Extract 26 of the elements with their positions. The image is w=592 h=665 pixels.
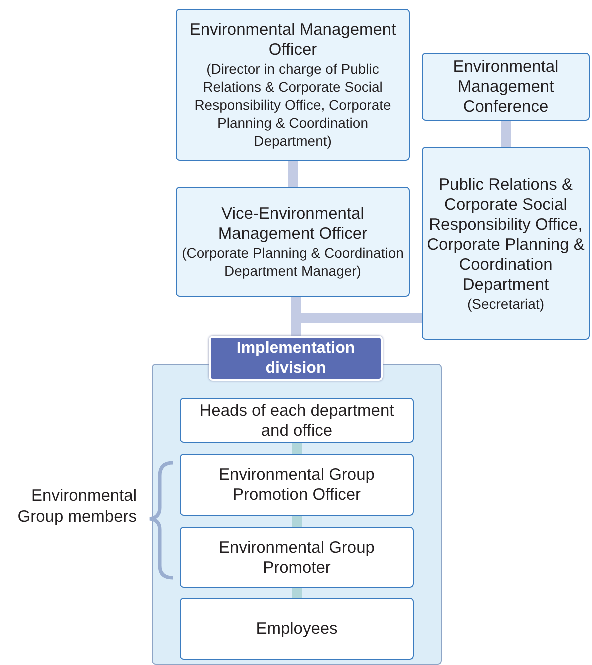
box-title: Environmental Group Promotion Officer xyxy=(218,465,376,505)
box-title: Environmental Management Officer xyxy=(188,20,398,60)
org-box xyxy=(422,53,590,121)
connector-line xyxy=(292,443,302,454)
role-box xyxy=(180,398,414,443)
box-title: Employees xyxy=(256,619,338,639)
box-title: Public Relations & Corporate Social Responsibility Office, Corporate Planning & Coordination Department xyxy=(427,174,585,294)
box-title: Environmental Group Promoter xyxy=(218,538,376,578)
box-title: Heads of each department and office xyxy=(198,400,396,440)
box-subtitle: (Director in charge of Public Relations & Corporate Social Responsibility Office, Corporate Planning & Coordination Department) xyxy=(194,60,392,150)
box-title: Environmental Management Conference xyxy=(452,57,560,117)
connector-line xyxy=(292,516,302,527)
box-subtitle: (Corporate Planning & Coordination Department Manager) xyxy=(181,244,405,280)
org-box xyxy=(176,9,410,161)
connector-line xyxy=(292,588,302,598)
connector-line xyxy=(501,121,511,147)
box-title: Vice-Environmental Management Officer xyxy=(217,204,369,244)
panel-heading: Implementation division xyxy=(209,336,383,381)
connector-line xyxy=(288,161,298,187)
role-box xyxy=(180,598,414,660)
box-subtitle: (Secretariat) xyxy=(467,294,545,312)
org-box xyxy=(422,147,590,340)
role-box xyxy=(180,454,414,516)
role-box xyxy=(180,527,414,588)
org-box xyxy=(176,187,410,297)
group-label: Environmental Group members xyxy=(16,486,137,528)
